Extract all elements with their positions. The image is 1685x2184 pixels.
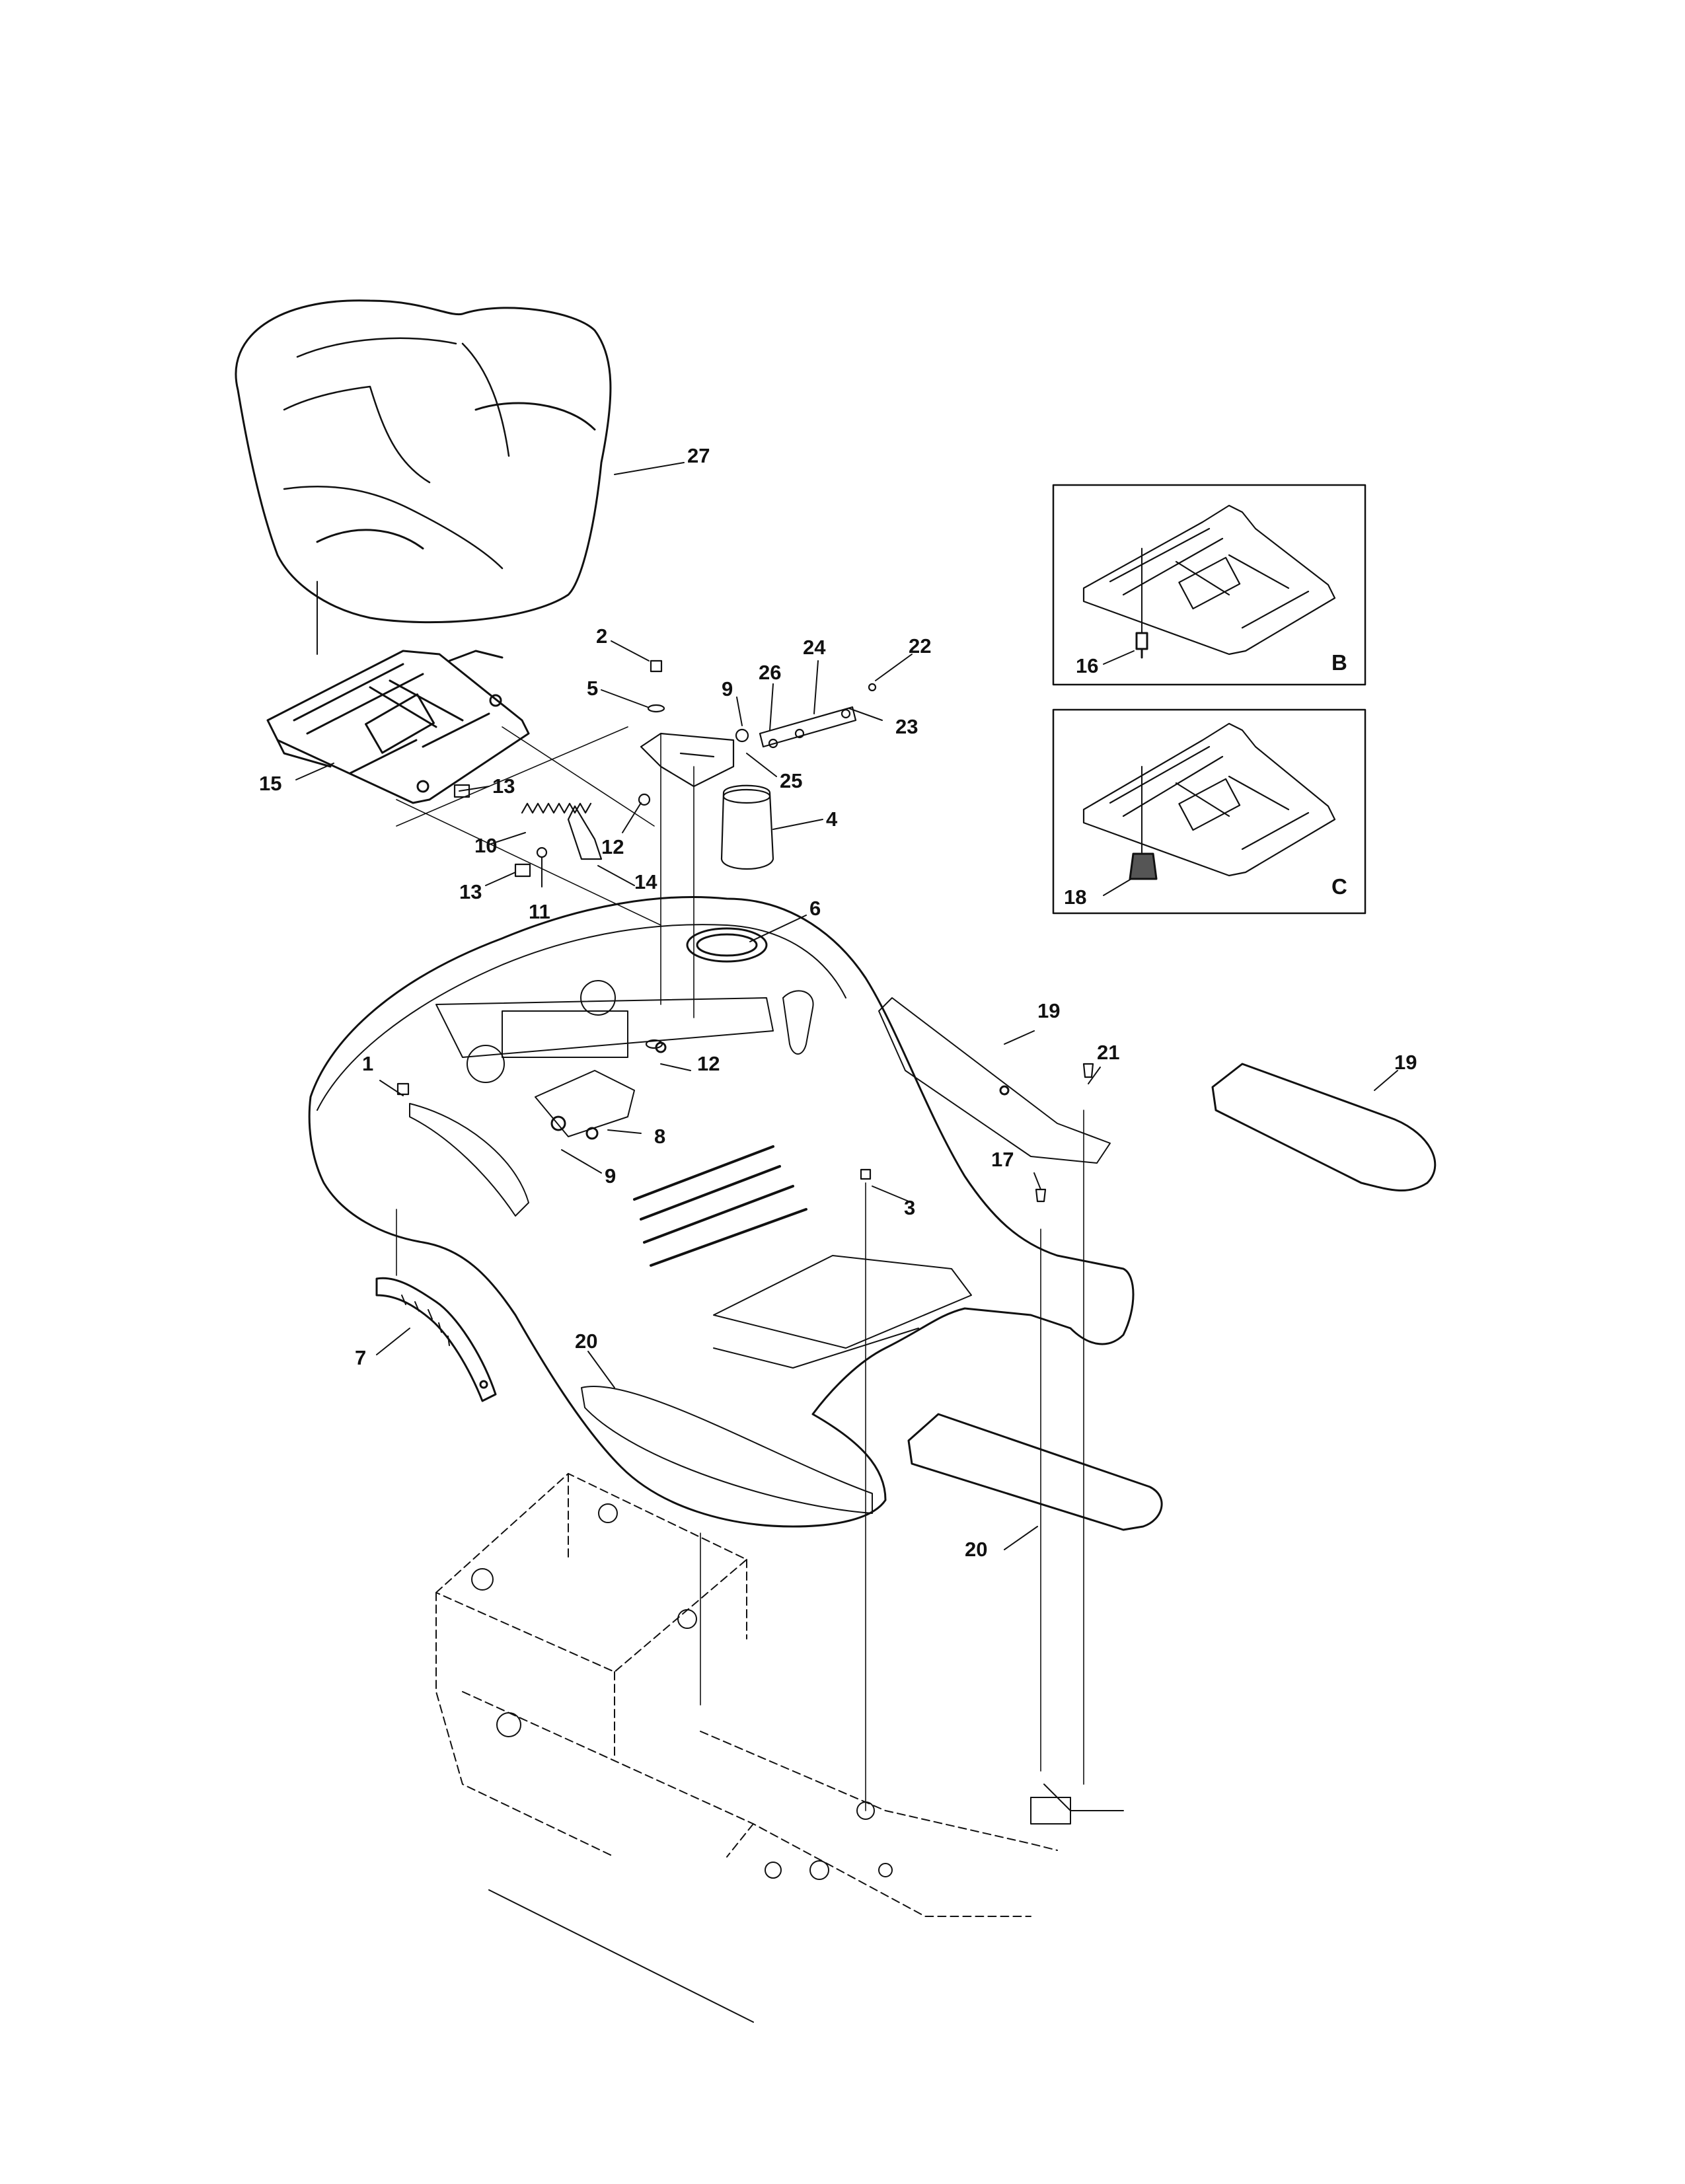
frame-details	[471, 1503, 1124, 2023]
tractor-frame	[435, 1473, 1058, 1917]
fender-body	[308, 896, 1135, 1528]
callout-10: 10	[474, 834, 497, 857]
inset-c-frame	[1052, 708, 1367, 915]
inset-b-seat-pan	[1082, 504, 1336, 656]
callout-12-upper: 12	[601, 835, 624, 858]
callout-14: 14	[634, 870, 657, 893]
callout-26: 26	[759, 661, 781, 684]
callout-5: 5	[587, 677, 598, 700]
footpad-loose-20	[907, 1413, 1163, 1531]
callout-12-lower: 12	[697, 1052, 720, 1075]
callout-13-upper: 13	[492, 774, 515, 798]
inset-b-frame	[1052, 484, 1367, 686]
callout-17: 17	[991, 1148, 1014, 1171]
callout-23: 23	[895, 715, 918, 738]
callout-21: 21	[1097, 1041, 1119, 1064]
footpad-loose-19	[1211, 1063, 1437, 1191]
callout-16: 16	[1076, 654, 1098, 677]
callout-22: 22	[909, 634, 931, 658]
callout-6: 6	[809, 897, 821, 920]
alignment-lines	[396, 726, 1084, 1811]
seat-cushion	[235, 299, 612, 655]
callout-13-lower: 13	[459, 880, 482, 903]
seat-pan	[266, 650, 530, 804]
callout-11: 11	[529, 900, 550, 923]
callout-3: 3	[904, 1196, 915, 1219]
seat-hardware	[453, 659, 877, 878]
fender-bracket	[375, 1277, 497, 1402]
callout-19-fender: 19	[1037, 999, 1060, 1022]
callout-8: 8	[654, 1125, 665, 1148]
callout-4: 4	[826, 808, 838, 831]
inset-c-seat-pan	[1082, 722, 1336, 877]
leader-lines	[295, 462, 1398, 1550]
callout-19-loose: 19	[1394, 1051, 1417, 1074]
callout-9-lower: 9	[605, 1164, 616, 1187]
callout-labels: 27 2 5 9 26 24 22 23 25 4 6 15 13 10 12 …	[259, 444, 1417, 1561]
callout-1: 1	[362, 1052, 373, 1075]
callout-9-upper: 9	[722, 677, 733, 700]
inset-c-knob-icon	[1129, 852, 1158, 880]
inset-b-bolt-icon	[1135, 632, 1148, 659]
inset-b-letter: B	[1331, 650, 1347, 675]
callout-20-fender: 20	[575, 1330, 597, 1353]
callout-24: 24	[803, 636, 826, 659]
callout-7: 7	[355, 1346, 366, 1369]
inset-c-letter: C	[1331, 874, 1347, 899]
callout-2: 2	[596, 624, 607, 648]
callout-15: 15	[259, 772, 281, 795]
fender-hardware	[396, 1039, 1094, 1203]
callout-20-loose: 20	[965, 1538, 987, 1561]
callout-27: 27	[687, 444, 710, 467]
callout-25: 25	[780, 769, 802, 792]
callout-18: 18	[1064, 885, 1086, 909]
